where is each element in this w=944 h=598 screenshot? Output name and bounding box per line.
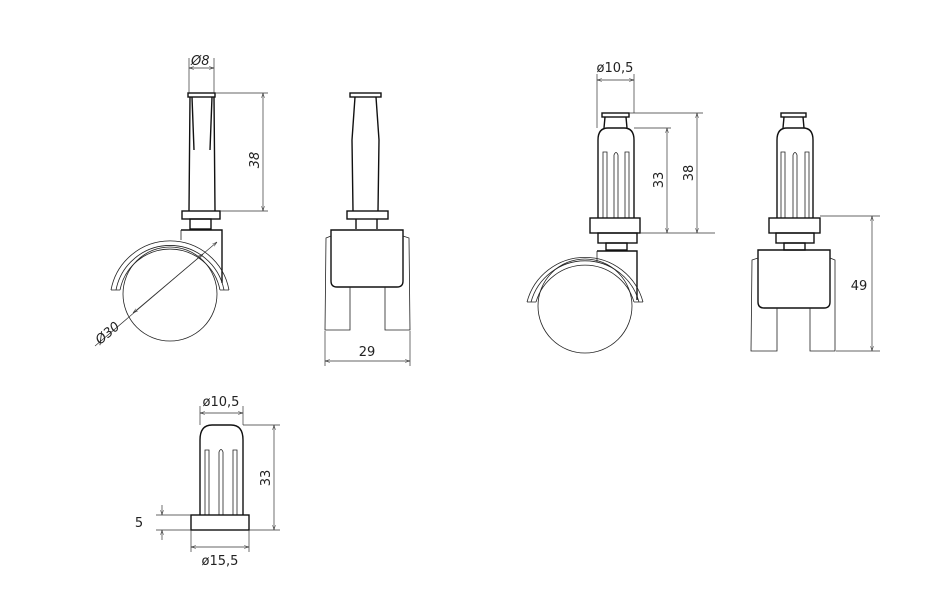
dim-base-height: 5 (135, 505, 191, 540)
dim-label: ø10,5 (597, 61, 634, 76)
caster-side-view-1: Ø8 38 Ø30 (92, 54, 268, 349)
dim-label: 38 (682, 165, 697, 182)
dim-wheel-diameter: Ø30 (92, 242, 217, 349)
dim-label: 49 (851, 279, 868, 294)
dim-stem-height: 38 (629, 112, 703, 233)
dim-label: 29 (359, 345, 376, 360)
dim-grip-height: 33 (634, 127, 715, 234)
dim-total-height: 49 (820, 215, 880, 352)
dim-label: 33 (259, 470, 274, 487)
caster-front-view-1: 29 (324, 92, 411, 366)
dim-label: 5 (135, 516, 143, 531)
dim-top-diameter: ø10,5 (199, 395, 244, 425)
dim-grip-diameter: ø10,5 (597, 61, 635, 128)
dim-label: 33 (652, 172, 667, 189)
dim-label: ø15,5 (202, 554, 239, 569)
dim-label: ø10,5 (203, 395, 240, 410)
caster-front-view-2: 49 (750, 112, 880, 352)
dim-base-diameter: ø15,5 (190, 530, 250, 569)
dim-stem-height: 38 (215, 92, 268, 212)
dim-label: 38 (248, 152, 263, 169)
grip-sleeve-view: ø10,5 33 5 ø15,5 (135, 395, 280, 569)
dim-width: 29 (324, 331, 411, 366)
caster-side-view-2: ø10,5 33 38 (526, 61, 715, 354)
dim-label: Ø8 (190, 54, 210, 69)
dim-stem-diameter: Ø8 (188, 54, 215, 93)
dim-height: 33 (243, 424, 280, 531)
